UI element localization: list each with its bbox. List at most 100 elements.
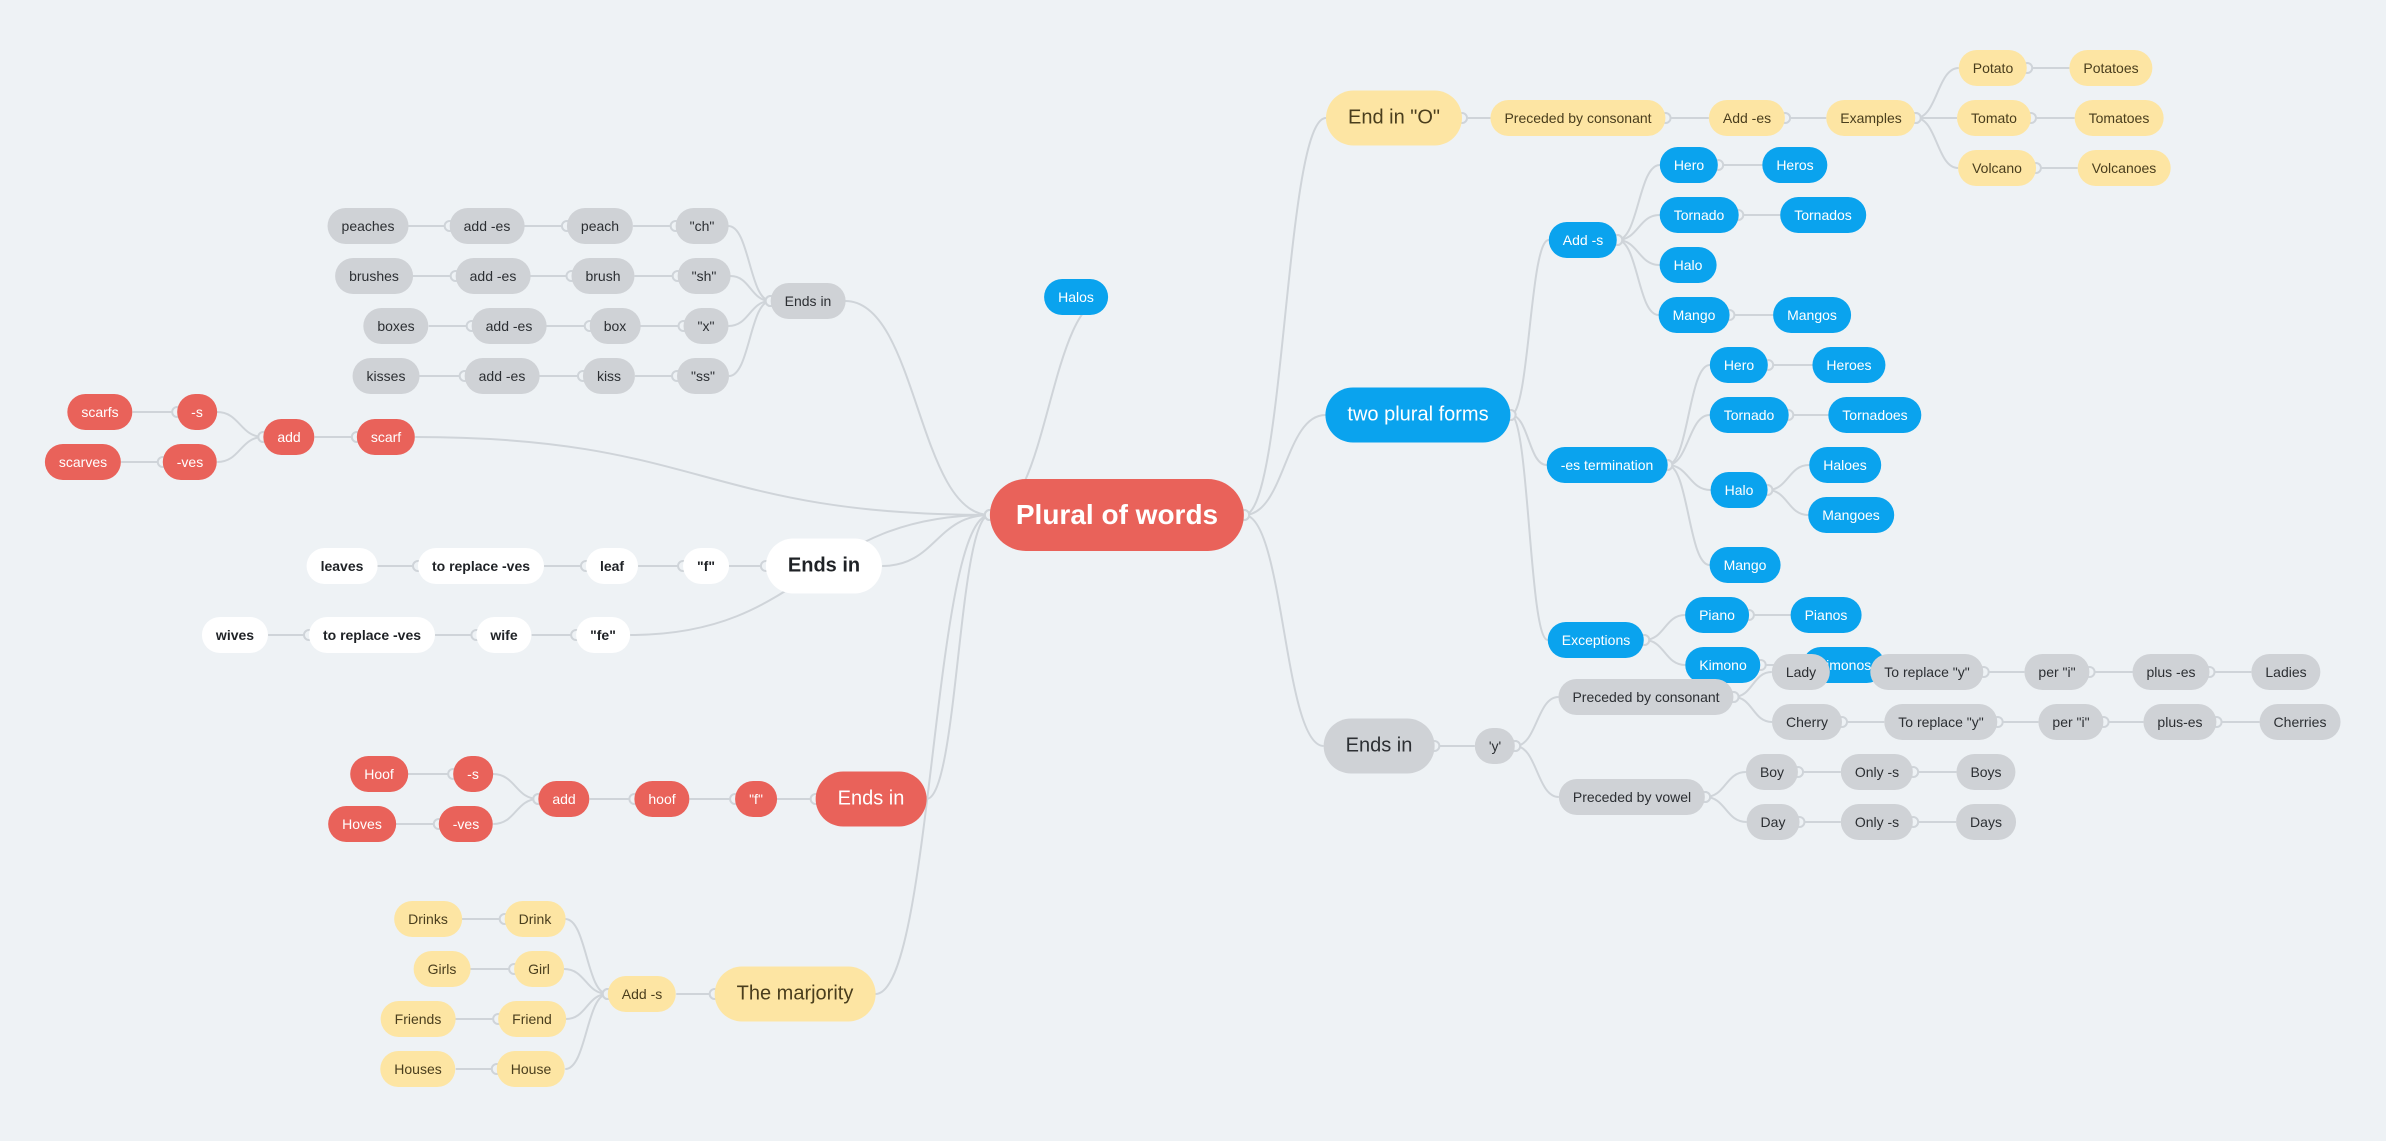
root-topic[interactable]: Plural of words (989, 479, 1245, 551)
word-singular[interactable]: Friend (498, 1001, 566, 1037)
suffix[interactable]: -s (177, 394, 217, 430)
word-singular[interactable]: Halo (1710, 472, 1768, 508)
word-plural[interactable]: Tornados (1780, 197, 1866, 233)
word-plural[interactable]: Girls (413, 951, 471, 987)
word[interactable]: Cherry (1771, 704, 1843, 740)
example-plural[interactable]: Potatoes (2069, 50, 2153, 86)
topic-ends-in-f[interactable]: Ends in (765, 538, 883, 594)
rule[interactable]: Only -s (1840, 754, 1914, 790)
word-plural[interactable]: Heroes (1812, 347, 1886, 383)
word-singular[interactable]: Girl (514, 951, 564, 987)
word[interactable]: peach (566, 208, 634, 244)
word[interactable]: Boy (1745, 754, 1799, 790)
topic-preceded-by-consonant[interactable]: Preceded by consonant (1490, 100, 1666, 136)
word-plural[interactable]: Mangos (1773, 297, 1851, 333)
rule[interactable]: to replace -ves (417, 548, 545, 584)
result[interactable]: leaves (306, 548, 378, 584)
topic-exceptions[interactable]: Exceptions (1547, 622, 1645, 658)
rule-add[interactable]: add (538, 781, 590, 817)
word[interactable]: Day (1746, 804, 1800, 840)
word[interactable]: leaf (585, 548, 639, 584)
word-singular[interactable]: Tornado (1659, 197, 1739, 233)
example-plural[interactable]: Volcanoes (2077, 150, 2171, 186)
topic-ends-in-y[interactable]: Ends in (1323, 718, 1435, 774)
word[interactable]: box (589, 308, 641, 344)
ending[interactable]: "fe" (576, 617, 630, 653)
word-plural[interactable]: Drinks (394, 901, 462, 937)
rule[interactable]: Only -s (1840, 804, 1914, 840)
word-plural[interactable]: Haloes (1809, 447, 1881, 483)
rule[interactable]: per "i" (2024, 654, 2090, 690)
word-plural[interactable]: Friends (380, 1001, 456, 1037)
rule[interactable]: add -es (455, 258, 531, 294)
topic-halos[interactable]: Halos (1044, 279, 1108, 315)
result[interactable]: Boys (1956, 754, 2016, 790)
word-scarf[interactable]: scarf (356, 419, 416, 455)
example-singular[interactable]: Potato (1958, 50, 2028, 86)
word[interactable]: hoof (634, 781, 690, 817)
word[interactable]: kiss (582, 358, 636, 394)
rule[interactable]: add -es (464, 358, 540, 394)
topic-the-majority[interactable]: The marjority (714, 966, 876, 1022)
topic-two-plural-forms[interactable]: two plural forms (1325, 387, 1511, 443)
word-singular[interactable]: Piano (1685, 597, 1749, 633)
word-plural[interactable]: Heros (1762, 147, 1828, 183)
word-singular[interactable]: Drink (504, 901, 566, 937)
rule-add-s[interactable]: Add -s (607, 976, 677, 1012)
word-singular[interactable]: Hero (1709, 347, 1769, 383)
result[interactable]: Hoof (350, 756, 408, 792)
rule[interactable]: to replace -ves (308, 617, 436, 653)
example-plural[interactable]: Tomatoes (2074, 100, 2164, 136)
word-plural[interactable]: Mangoes (1808, 497, 1894, 533)
word-plural[interactable]: Tornadoes (1828, 397, 1922, 433)
topic-es-termination[interactable]: -es termination (1546, 447, 1668, 483)
ending[interactable]: "f" (735, 781, 777, 817)
topic-end-in-o[interactable]: End in "O" (1325, 90, 1463, 146)
topic-add-s[interactable]: Add -s (1548, 222, 1618, 258)
ending[interactable]: "ch" (675, 208, 729, 244)
example-singular[interactable]: Tomato (1957, 100, 2031, 136)
example-singular[interactable]: Volcano (1958, 150, 2036, 186)
result[interactable]: scarfs (67, 394, 133, 430)
word[interactable]: brush (571, 258, 635, 294)
topic-preceded-by-vowel[interactable]: Preceded by vowel (1558, 779, 1706, 815)
ending[interactable]: "sh" (677, 258, 731, 294)
result[interactable]: kisses (352, 358, 420, 394)
word-singular[interactable]: Mango (1658, 297, 1730, 333)
suffix[interactable]: -ves (438, 806, 494, 842)
result[interactable]: peaches (327, 208, 409, 244)
rule[interactable]: add -es (449, 208, 525, 244)
ending[interactable]: "f" (683, 548, 729, 584)
result[interactable]: Hoves (328, 806, 396, 842)
word-singular[interactable]: Hero (1659, 147, 1719, 183)
rule[interactable]: plus-es (2143, 704, 2217, 740)
topic-preceded-by-consonant[interactable]: Preceded by consonant (1558, 679, 1734, 715)
word-plural[interactable]: Houses (380, 1051, 456, 1087)
topic-letter-y[interactable]: 'y' (1474, 728, 1516, 764)
topic-add-es[interactable]: Add -es (1708, 100, 1786, 136)
result[interactable]: scarves (44, 444, 122, 480)
word-singular[interactable]: Tornado (1709, 397, 1789, 433)
ending[interactable]: "x" (683, 308, 729, 344)
suffix[interactable]: -ves (162, 444, 218, 480)
rule[interactable]: To replace "y" (1870, 654, 1984, 690)
word-singular[interactable]: Mango (1709, 547, 1781, 583)
word-singular[interactable]: Kimono (1685, 647, 1761, 683)
result[interactable]: Days (1956, 804, 2016, 840)
topic-examples[interactable]: Examples (1826, 100, 1916, 136)
word[interactable]: wife (476, 617, 532, 653)
topic-ends-in-red[interactable]: Ends in (815, 771, 927, 827)
rule[interactable]: To replace "y" (1884, 704, 1998, 740)
result[interactable]: boxes (363, 308, 429, 344)
result[interactable]: Ladies (2251, 654, 2321, 690)
word-singular[interactable]: Halo (1659, 247, 1717, 283)
rule[interactable]: add -es (471, 308, 547, 344)
suffix[interactable]: -s (453, 756, 493, 792)
word-plural[interactable]: Pianos (1790, 597, 1862, 633)
word[interactable]: Lady (1771, 654, 1831, 690)
word-singular[interactable]: House (496, 1051, 566, 1087)
rule[interactable]: plus -es (2132, 654, 2210, 690)
ending[interactable]: "ss" (677, 358, 729, 394)
result[interactable]: brushes (335, 258, 413, 294)
rule[interactable]: per "i" (2038, 704, 2104, 740)
